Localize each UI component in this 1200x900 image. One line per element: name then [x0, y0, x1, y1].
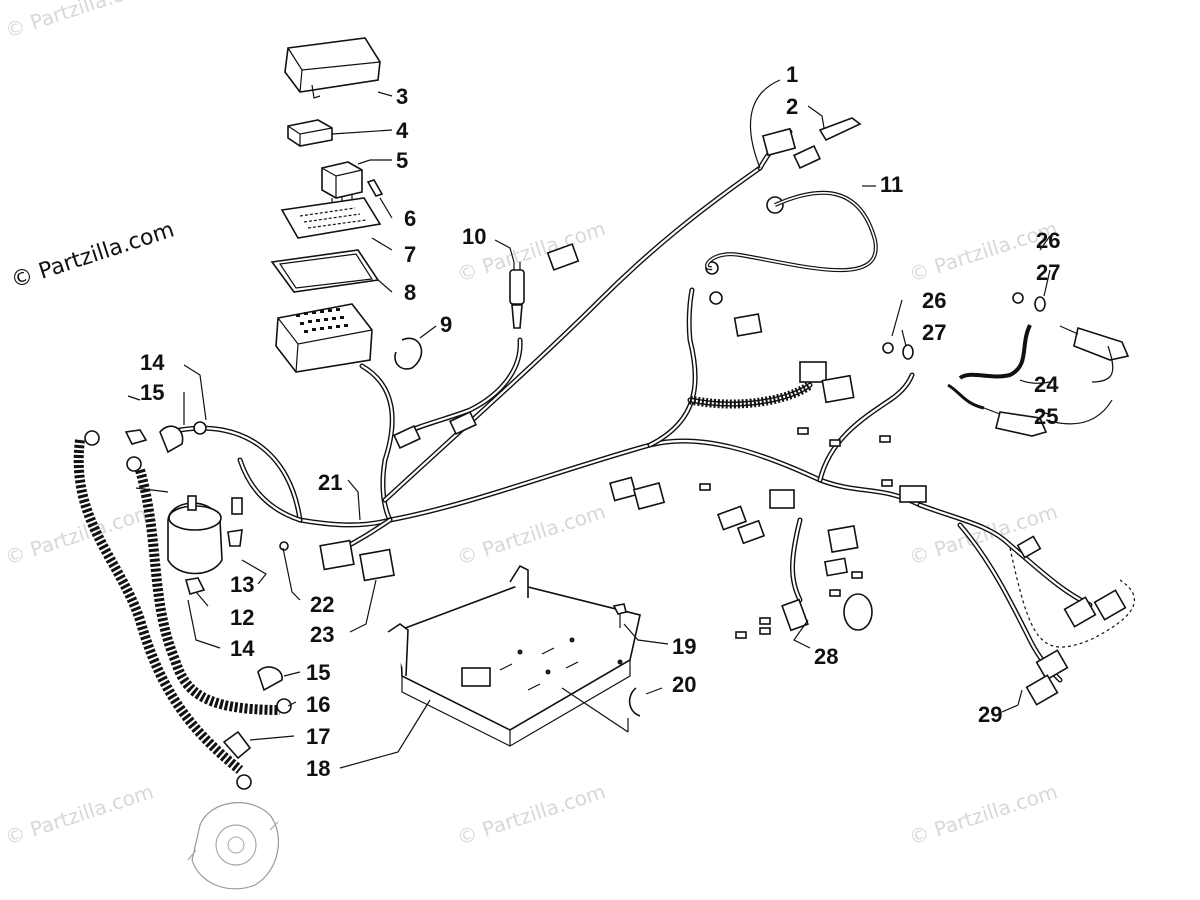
- ground-cable: [705, 190, 878, 273]
- callout-17: 17: [306, 724, 330, 749]
- sensor-nut-washer: [882, 292, 1046, 360]
- cable-tie: [628, 687, 641, 717]
- callout-2: 2: [786, 94, 798, 119]
- mounting-bolt: [612, 603, 627, 628]
- harness-conduit: [689, 381, 813, 409]
- callout-19: 19: [672, 634, 696, 659]
- fuse-box-base: [275, 303, 373, 373]
- callout-28: 28: [814, 644, 838, 669]
- alternator: [187, 802, 279, 890]
- callout-labels: 1 2 3 4 5 6 7 8 9 10 11 12 13 14 14 15 1…: [140, 62, 1060, 781]
- fuse-puller: [287, 119, 333, 147]
- relay: [321, 161, 363, 212]
- callout-26a: 26: [1036, 228, 1060, 253]
- ring-terminal: [84, 196, 784, 790]
- callout-15a: 15: [140, 380, 164, 405]
- callout-14b: 14: [230, 636, 255, 661]
- terminal-boot: [159, 425, 283, 760]
- callout-24: 24: [1034, 372, 1059, 397]
- fuse-box-gasket: [270, 249, 380, 293]
- callout-10: 10: [462, 224, 486, 249]
- callout-1: 1: [786, 62, 798, 87]
- callout-21: 21: [318, 470, 342, 495]
- callout-15b: 15: [306, 660, 330, 685]
- oxygen-sensor: [509, 262, 525, 329]
- hose-clamp: [394, 337, 423, 370]
- callout-16: 16: [306, 692, 330, 717]
- callout-13: 13: [230, 572, 254, 597]
- watermarks: © Partzilla.com © Partzilla.com © Partzi…: [2, 0, 1060, 850]
- watermark: © Partzilla.com: [454, 779, 608, 850]
- callout-6: 6: [404, 206, 416, 231]
- callout-14a: 14: [140, 350, 165, 375]
- watermark: © Partzilla.com: [2, 0, 156, 43]
- callout-27a: 27: [1036, 260, 1060, 285]
- wire-nut-22: [279, 541, 289, 551]
- watermark: © Partzilla.com: [454, 499, 608, 570]
- blade-terminal: [699, 427, 893, 639]
- watermark: © Partzilla.com: [2, 499, 156, 570]
- solenoid-bolt: [227, 529, 243, 547]
- callout-8: 8: [404, 280, 416, 305]
- callout-20: 20: [672, 672, 696, 697]
- callout-11: 11: [880, 172, 903, 197]
- callout-9: 9: [440, 312, 452, 337]
- watermark: © Partzilla.com: [906, 779, 1060, 850]
- watermark: © Partzilla.com: [2, 779, 156, 850]
- temperature-sensor: [947, 324, 1130, 437]
- terminal-nut: [124, 421, 207, 595]
- callout-3: 3: [396, 84, 408, 109]
- callout-12: 12: [230, 605, 254, 630]
- callout-5: 5: [396, 148, 408, 173]
- callout-4: 4: [396, 118, 409, 143]
- mounting-plate: [387, 564, 641, 747]
- connector: [319, 117, 1127, 706]
- callout-22: 22: [310, 592, 334, 617]
- copyright-notice: © Partzilla.com: [8, 217, 177, 293]
- callout-25: 25: [1034, 404, 1058, 429]
- callout-26b: 26: [922, 288, 946, 313]
- starter-solenoid: [167, 495, 243, 575]
- callout-23: 23: [310, 622, 334, 647]
- callout-7: 7: [404, 242, 416, 267]
- battery-cables: [73, 439, 281, 774]
- indicator-lamp: [781, 593, 873, 632]
- callout-29: 29: [978, 702, 1002, 727]
- callout-18: 18: [306, 756, 330, 781]
- leader-lines: [127, 79, 1135, 769]
- fuse: [366, 179, 384, 197]
- fuse-box-cover: [284, 37, 381, 99]
- callout-27b: 27: [922, 320, 946, 345]
- fuse-block-label: [280, 197, 382, 239]
